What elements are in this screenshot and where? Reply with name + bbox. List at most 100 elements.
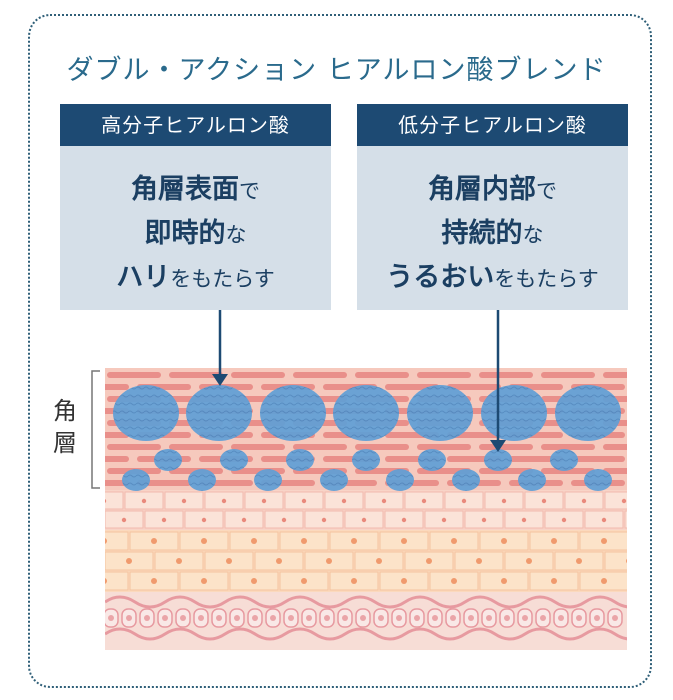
cell-nucleus	[401, 578, 407, 584]
corneocyte-cell	[45, 468, 99, 474]
cell-nucleus	[451, 578, 457, 584]
low-molecular-hyaluronic-acid	[122, 469, 150, 491]
high-molecular-hyaluronic-acid	[481, 385, 547, 441]
granular-cell	[604, 491, 627, 510]
spinous-cell	[105, 531, 129, 551]
low-molecular-hyaluronic-acid	[286, 449, 314, 471]
cell-nucleus	[216, 615, 222, 621]
cell-nucleus	[270, 615, 276, 621]
cell-nucleus	[551, 578, 557, 584]
corneocyte-cell	[603, 468, 627, 474]
diagram-frame	[28, 14, 652, 688]
low-molecular-hyaluronic-acid	[320, 469, 348, 491]
cell-nucleus	[612, 615, 618, 621]
corneocyte-cell	[107, 372, 161, 378]
corneocyte-cell	[541, 444, 595, 450]
corneocyte-cell	[105, 384, 129, 390]
cell-nucleus	[161, 517, 167, 523]
cell-nucleus	[621, 498, 627, 504]
cell-nucleus	[360, 615, 366, 621]
cell-nucleus	[126, 615, 132, 621]
emphasis-text: うるおい	[386, 262, 495, 293]
cell-nucleus	[468, 615, 474, 621]
corneocyte-cell	[169, 444, 223, 450]
cell-nucleus	[351, 578, 357, 584]
cell-nucleus	[401, 538, 407, 544]
cell-nucleus	[226, 558, 232, 564]
corneocyte-cell	[105, 480, 129, 486]
cell-nucleus	[486, 615, 492, 621]
plain-text: で	[536, 179, 557, 203]
plain-text: で	[239, 179, 260, 203]
low-molecular-arrow	[490, 310, 506, 452]
cell-nucleus	[301, 498, 307, 504]
low-molecular-hyaluronic-acid	[254, 469, 282, 491]
emphasis-text: 即時的	[144, 218, 226, 249]
cell-nucleus	[381, 498, 387, 504]
cell-nucleus	[642, 518, 646, 522]
cell-nucleus	[426, 558, 432, 564]
cell-nucleus	[324, 615, 330, 621]
cell-nucleus	[306, 615, 312, 621]
cell-nucleus	[201, 517, 207, 523]
corneocyte-cell	[603, 444, 627, 450]
corneocyte-cell	[447, 384, 501, 390]
cell-nucleus	[521, 517, 527, 523]
low-molecular-hyaluronic-acid	[518, 469, 546, 491]
emphasis-text: 持続的	[441, 218, 523, 249]
cell-nucleus	[251, 578, 257, 584]
cell-nucleus	[501, 538, 507, 544]
corneocyte-cell	[107, 444, 161, 450]
cell-nucleus	[526, 558, 532, 564]
corneocyte-cell	[293, 372, 347, 378]
cell-nucleus	[461, 498, 467, 504]
cell-nucleus	[576, 558, 582, 564]
corneocyte-cell	[417, 372, 471, 378]
corneocyte-cell	[137, 480, 191, 486]
low-molecular-hyaluronic-acid	[352, 449, 380, 471]
low-molecular-hyaluronic-acid	[584, 469, 612, 491]
cell-nucleus	[321, 517, 327, 523]
cell-nucleus	[451, 538, 457, 544]
low-molecular-hyaluronic-acid	[452, 469, 480, 491]
cell-nucleus	[414, 615, 420, 621]
high-molecular-hyaluronic-acid	[260, 385, 326, 441]
cell-nucleus	[626, 558, 627, 564]
cell-nucleus	[540, 615, 546, 621]
plain-text: をもたらす	[170, 267, 275, 291]
cell-nucleus	[501, 498, 507, 504]
corneocyte-cell	[45, 372, 99, 378]
cell-nucleus	[151, 538, 157, 544]
corneocyte-cell	[169, 372, 223, 378]
high-molecular-card: 高分子ヒアルロン酸 角層表面で 即時的な ハリをもたらす	[60, 104, 331, 310]
cell-nucleus	[581, 498, 587, 504]
low-molecular-hyaluronic-acid	[154, 449, 182, 471]
low-molecular-hyaluronic-acid	[418, 449, 446, 471]
corneocyte-cell	[231, 444, 285, 450]
cell-nucleus	[522, 615, 528, 621]
corneocyte-cell	[355, 444, 409, 450]
cell-nucleus	[281, 517, 287, 523]
cell-nucleus	[241, 517, 247, 523]
cell-nucleus	[504, 615, 510, 621]
emphasis-text: ハリ	[116, 262, 171, 293]
low-molecular-hyaluronic-acid	[484, 449, 512, 471]
cell-nucleus	[421, 498, 427, 504]
corneocyte-cell	[105, 432, 129, 438]
cell-nucleus	[162, 615, 168, 621]
corneocyte-cell	[231, 372, 285, 378]
cell-nucleus	[141, 498, 147, 504]
corneocyte-cell	[355, 372, 409, 378]
emphasis-text: 角層表面	[131, 174, 239, 205]
cell-nucleus	[594, 615, 600, 621]
description-line: 角層内部で	[357, 168, 628, 212]
cell-nucleus	[342, 615, 348, 621]
cell-nucleus	[108, 615, 114, 621]
spinous-cell	[105, 571, 129, 591]
stratum-corneum-bracket	[91, 370, 100, 489]
high-molecular-hyaluronic-acid	[113, 385, 179, 441]
cell-nucleus	[396, 615, 402, 621]
cell-nucleus	[450, 615, 456, 621]
cell-nucleus	[558, 615, 564, 621]
high-molecular-arrow	[212, 310, 228, 386]
